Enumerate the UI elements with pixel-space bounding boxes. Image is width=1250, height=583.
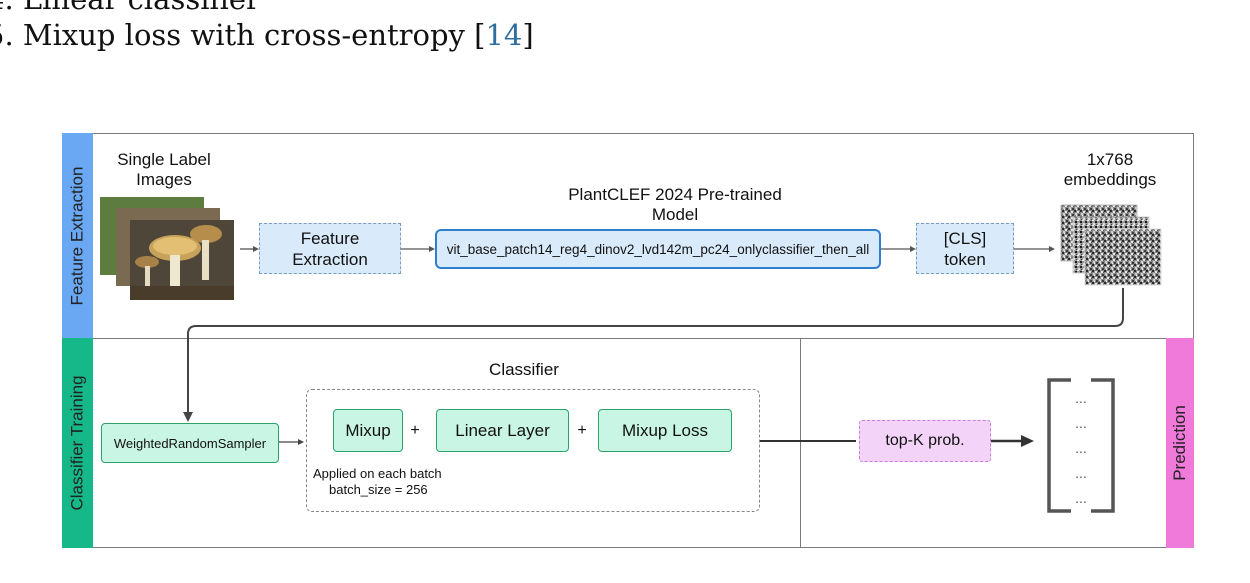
prediction-tab: Prediction bbox=[1166, 338, 1194, 548]
images-label: Single Label Images bbox=[117, 150, 211, 189]
vector-entry: ... bbox=[1075, 415, 1087, 431]
list-item-4: 4. Linear classifier bbox=[0, 0, 260, 16]
weighted-random-sampler-box: WeightedRandomSampler bbox=[101, 423, 279, 463]
model-title: PlantCLEF 2024 Pre-trained Model bbox=[568, 185, 782, 224]
mixup-loss-box: Mixup Loss bbox=[598, 409, 732, 452]
classifier-title: Classifier bbox=[489, 360, 559, 379]
mixup-box: Mixup bbox=[333, 409, 403, 452]
classifier-training-tab: Classifier Training bbox=[62, 338, 93, 548]
model-name-box: vit_base_patch14_reg4_dinov2_lvd142m_pc2… bbox=[435, 229, 881, 269]
model-name: vit_base_patch14_reg4_dinov2_lvd142m_pc2… bbox=[446, 241, 870, 257]
vector-entry: ... bbox=[1075, 490, 1087, 506]
batch-note: Applied on each batch batch_size = 256 bbox=[313, 466, 442, 497]
plus-sign-1: + bbox=[410, 422, 420, 439]
vector-entry: ... bbox=[1075, 440, 1087, 456]
list-item-5: 5. Mixup loss with cross-entropy [14] bbox=[0, 18, 534, 52]
cls-token-box: [CLS] token bbox=[916, 223, 1014, 274]
plus-sign-2: + bbox=[577, 422, 587, 439]
linear-layer-box: Linear Layer bbox=[436, 409, 569, 452]
vector-entry: ... bbox=[1075, 465, 1087, 481]
output-vector: ... ... ... ... ... bbox=[1061, 386, 1101, 511]
output-vector-brackets bbox=[1047, 378, 1115, 513]
mushroom-images-icon bbox=[100, 197, 234, 300]
vector-entry: ... bbox=[1075, 390, 1087, 406]
feature-extraction-box: Feature Extraction bbox=[259, 223, 401, 274]
citation-link[interactable]: 14 bbox=[485, 18, 523, 52]
embeddings-label: 1x768 embeddings bbox=[1063, 150, 1157, 189]
topk-prob-box: top-K prob. bbox=[859, 420, 991, 462]
classifier-group bbox=[306, 389, 760, 512]
embeddings-icon bbox=[1060, 204, 1162, 286]
feature-extraction-tab: Feature Extraction bbox=[62, 133, 93, 339]
